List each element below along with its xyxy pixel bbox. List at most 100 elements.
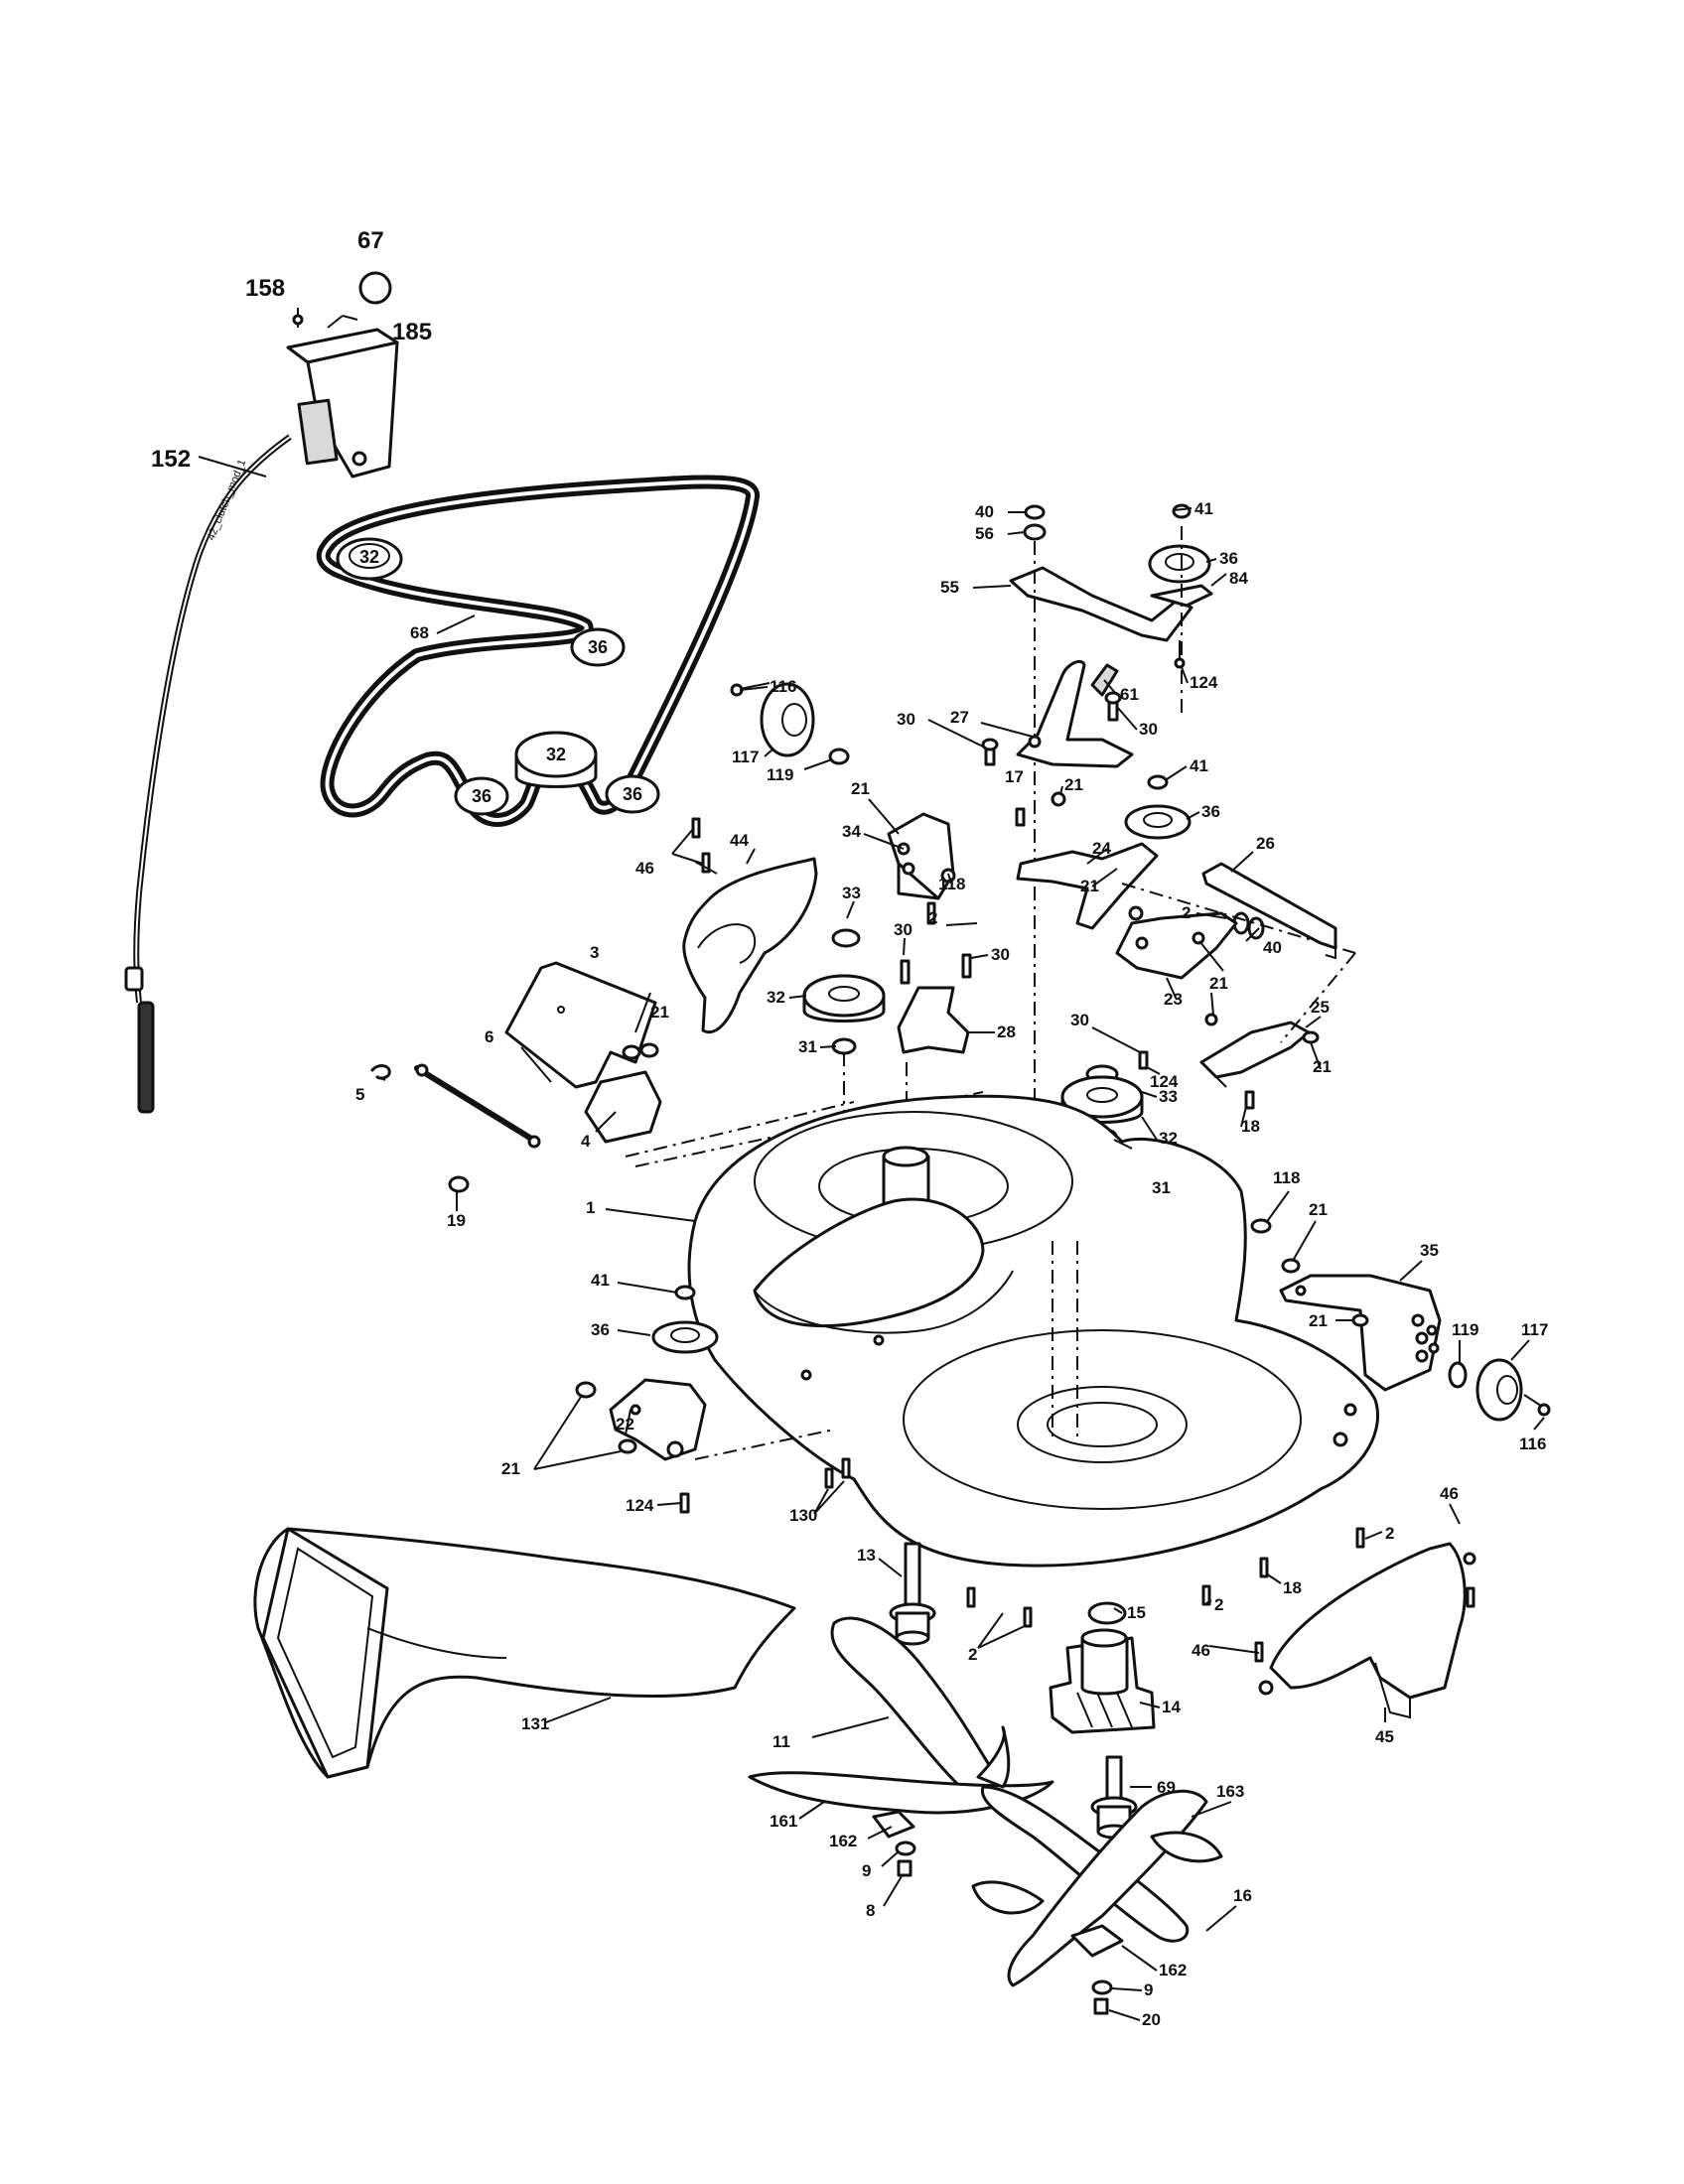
- callout: 21: [1309, 1311, 1328, 1330]
- callout: 68: [410, 623, 429, 642]
- callout: 2: [928, 908, 937, 927]
- callout: 41: [591, 1271, 610, 1290]
- callout: 33: [842, 884, 861, 902]
- callout: 18: [1241, 1117, 1260, 1136]
- discharge-chute-131: [253, 1527, 796, 1779]
- callout: 116: [770, 677, 796, 696]
- callout: 6: [485, 1027, 493, 1046]
- leader-lines: [198, 456, 1545, 2021]
- callout: 2: [1385, 1524, 1394, 1543]
- callout: 31: [798, 1037, 817, 1056]
- callout: 21: [1209, 974, 1228, 993]
- callout: 17: [1005, 767, 1024, 786]
- callout: 185: [392, 319, 432, 345]
- right-bracket-assembly: [1250, 1218, 1551, 1422]
- callout: 45: [1375, 1727, 1394, 1746]
- left-front-idler: [575, 1285, 835, 1514]
- callout: 23: [1164, 990, 1183, 1009]
- callout: 116: [1519, 1434, 1546, 1453]
- callout: 1: [586, 1198, 595, 1217]
- idler-arm-23: [1115, 911, 1238, 980]
- belt-guard-45: [1254, 1542, 1476, 1719]
- callout: 27: [950, 708, 969, 727]
- bracket-35: [1279, 1274, 1442, 1392]
- plate-162-right: [1070, 1924, 1124, 1958]
- callout: 124: [626, 1496, 654, 1515]
- callout: 21: [1064, 775, 1083, 794]
- callout: 15: [1127, 1603, 1146, 1622]
- callout: 61: [1120, 685, 1139, 704]
- callout: 30: [894, 920, 912, 939]
- callout: 21: [1309, 1200, 1328, 1219]
- callout: 3: [590, 943, 599, 962]
- callout: 40: [1263, 938, 1282, 957]
- idler-bracket-55: [1009, 566, 1193, 642]
- callout: 119: [1452, 1320, 1478, 1339]
- callout: 40: [975, 502, 994, 521]
- callout: 31: [1152, 1178, 1171, 1197]
- callout: 56: [975, 524, 994, 543]
- callout: 4: [581, 1132, 591, 1151]
- upper-idler-arm: [981, 503, 1213, 1370]
- callout: 11: [772, 1732, 790, 1751]
- height-adjust-linkage: [370, 961, 984, 1193]
- callout: 36: [1219, 549, 1238, 568]
- belt-pulley-32-center: 32: [514, 731, 598, 788]
- callout: 25: [1311, 998, 1330, 1017]
- callout: 22: [616, 1415, 634, 1433]
- belt-pulley-32-top: 32: [336, 537, 403, 581]
- callout: 28: [997, 1023, 1016, 1041]
- callout: 13: [857, 1546, 876, 1565]
- callout: 34: [842, 822, 861, 841]
- callout: 36: [591, 1320, 610, 1339]
- callout: 163: [1216, 1782, 1244, 1801]
- callout: 30: [897, 710, 915, 729]
- clutch-assembly: 42_clutch_mod_1: [124, 271, 399, 1114]
- callout: 41: [1190, 756, 1208, 775]
- callout: 41: [1194, 499, 1213, 518]
- callout: 55: [940, 578, 959, 597]
- bracket-25: [1199, 1021, 1311, 1079]
- knob-ball: [358, 271, 392, 305]
- center-left-spindle-pulley: [802, 928, 886, 1122]
- svg-text:36: 36: [472, 786, 491, 806]
- callout: 124: [1190, 673, 1218, 692]
- callout: 9: [862, 1861, 871, 1880]
- right-idler-assembly: [1015, 774, 1356, 1110]
- callout: 119: [767, 765, 793, 784]
- left-blade-assembly: [748, 1616, 1054, 1877]
- callout: 21: [1313, 1057, 1332, 1076]
- callout: 9: [1144, 1980, 1153, 1999]
- callout: 35: [1420, 1241, 1439, 1260]
- callout: 19: [447, 1211, 466, 1230]
- callout: 21: [650, 1003, 669, 1022]
- bracket-22: [609, 1378, 707, 1461]
- callout-labels: 67 158 185 152 68 40 56 41 36 84 55 124 …: [151, 227, 1548, 2029]
- callout: 84: [1229, 569, 1248, 588]
- callout: 46: [635, 859, 654, 878]
- callout: 162: [1159, 1961, 1187, 1979]
- callout: 26: [1256, 834, 1275, 853]
- callout: 18: [1283, 1578, 1302, 1597]
- belt-pulley-36-left: 36: [454, 776, 509, 816]
- callout: 33: [1159, 1087, 1178, 1106]
- callout: 2: [1182, 903, 1191, 922]
- svg-text:36: 36: [623, 784, 642, 804]
- callout: 131: [521, 1714, 549, 1733]
- callout: 124: [1150, 1072, 1179, 1091]
- callout: 46: [1440, 1484, 1459, 1503]
- callout: 32: [1159, 1129, 1178, 1148]
- callout: 30: [991, 945, 1010, 964]
- svg-text:32: 32: [546, 745, 566, 764]
- callout: 2: [1214, 1595, 1223, 1614]
- belt-pulley-36-bottom: 36: [605, 774, 660, 814]
- bracket-3: [504, 961, 657, 1089]
- mower-deck-1: [687, 1094, 1380, 1568]
- callout: 117: [1521, 1320, 1548, 1339]
- left-idler-assembly: [730, 682, 956, 925]
- svg-text:32: 32: [359, 547, 379, 567]
- callout: 2: [968, 1645, 977, 1664]
- drive-belt: 32 36 32 36 36: [316, 475, 760, 827]
- blade-161: [748, 1771, 1054, 1815]
